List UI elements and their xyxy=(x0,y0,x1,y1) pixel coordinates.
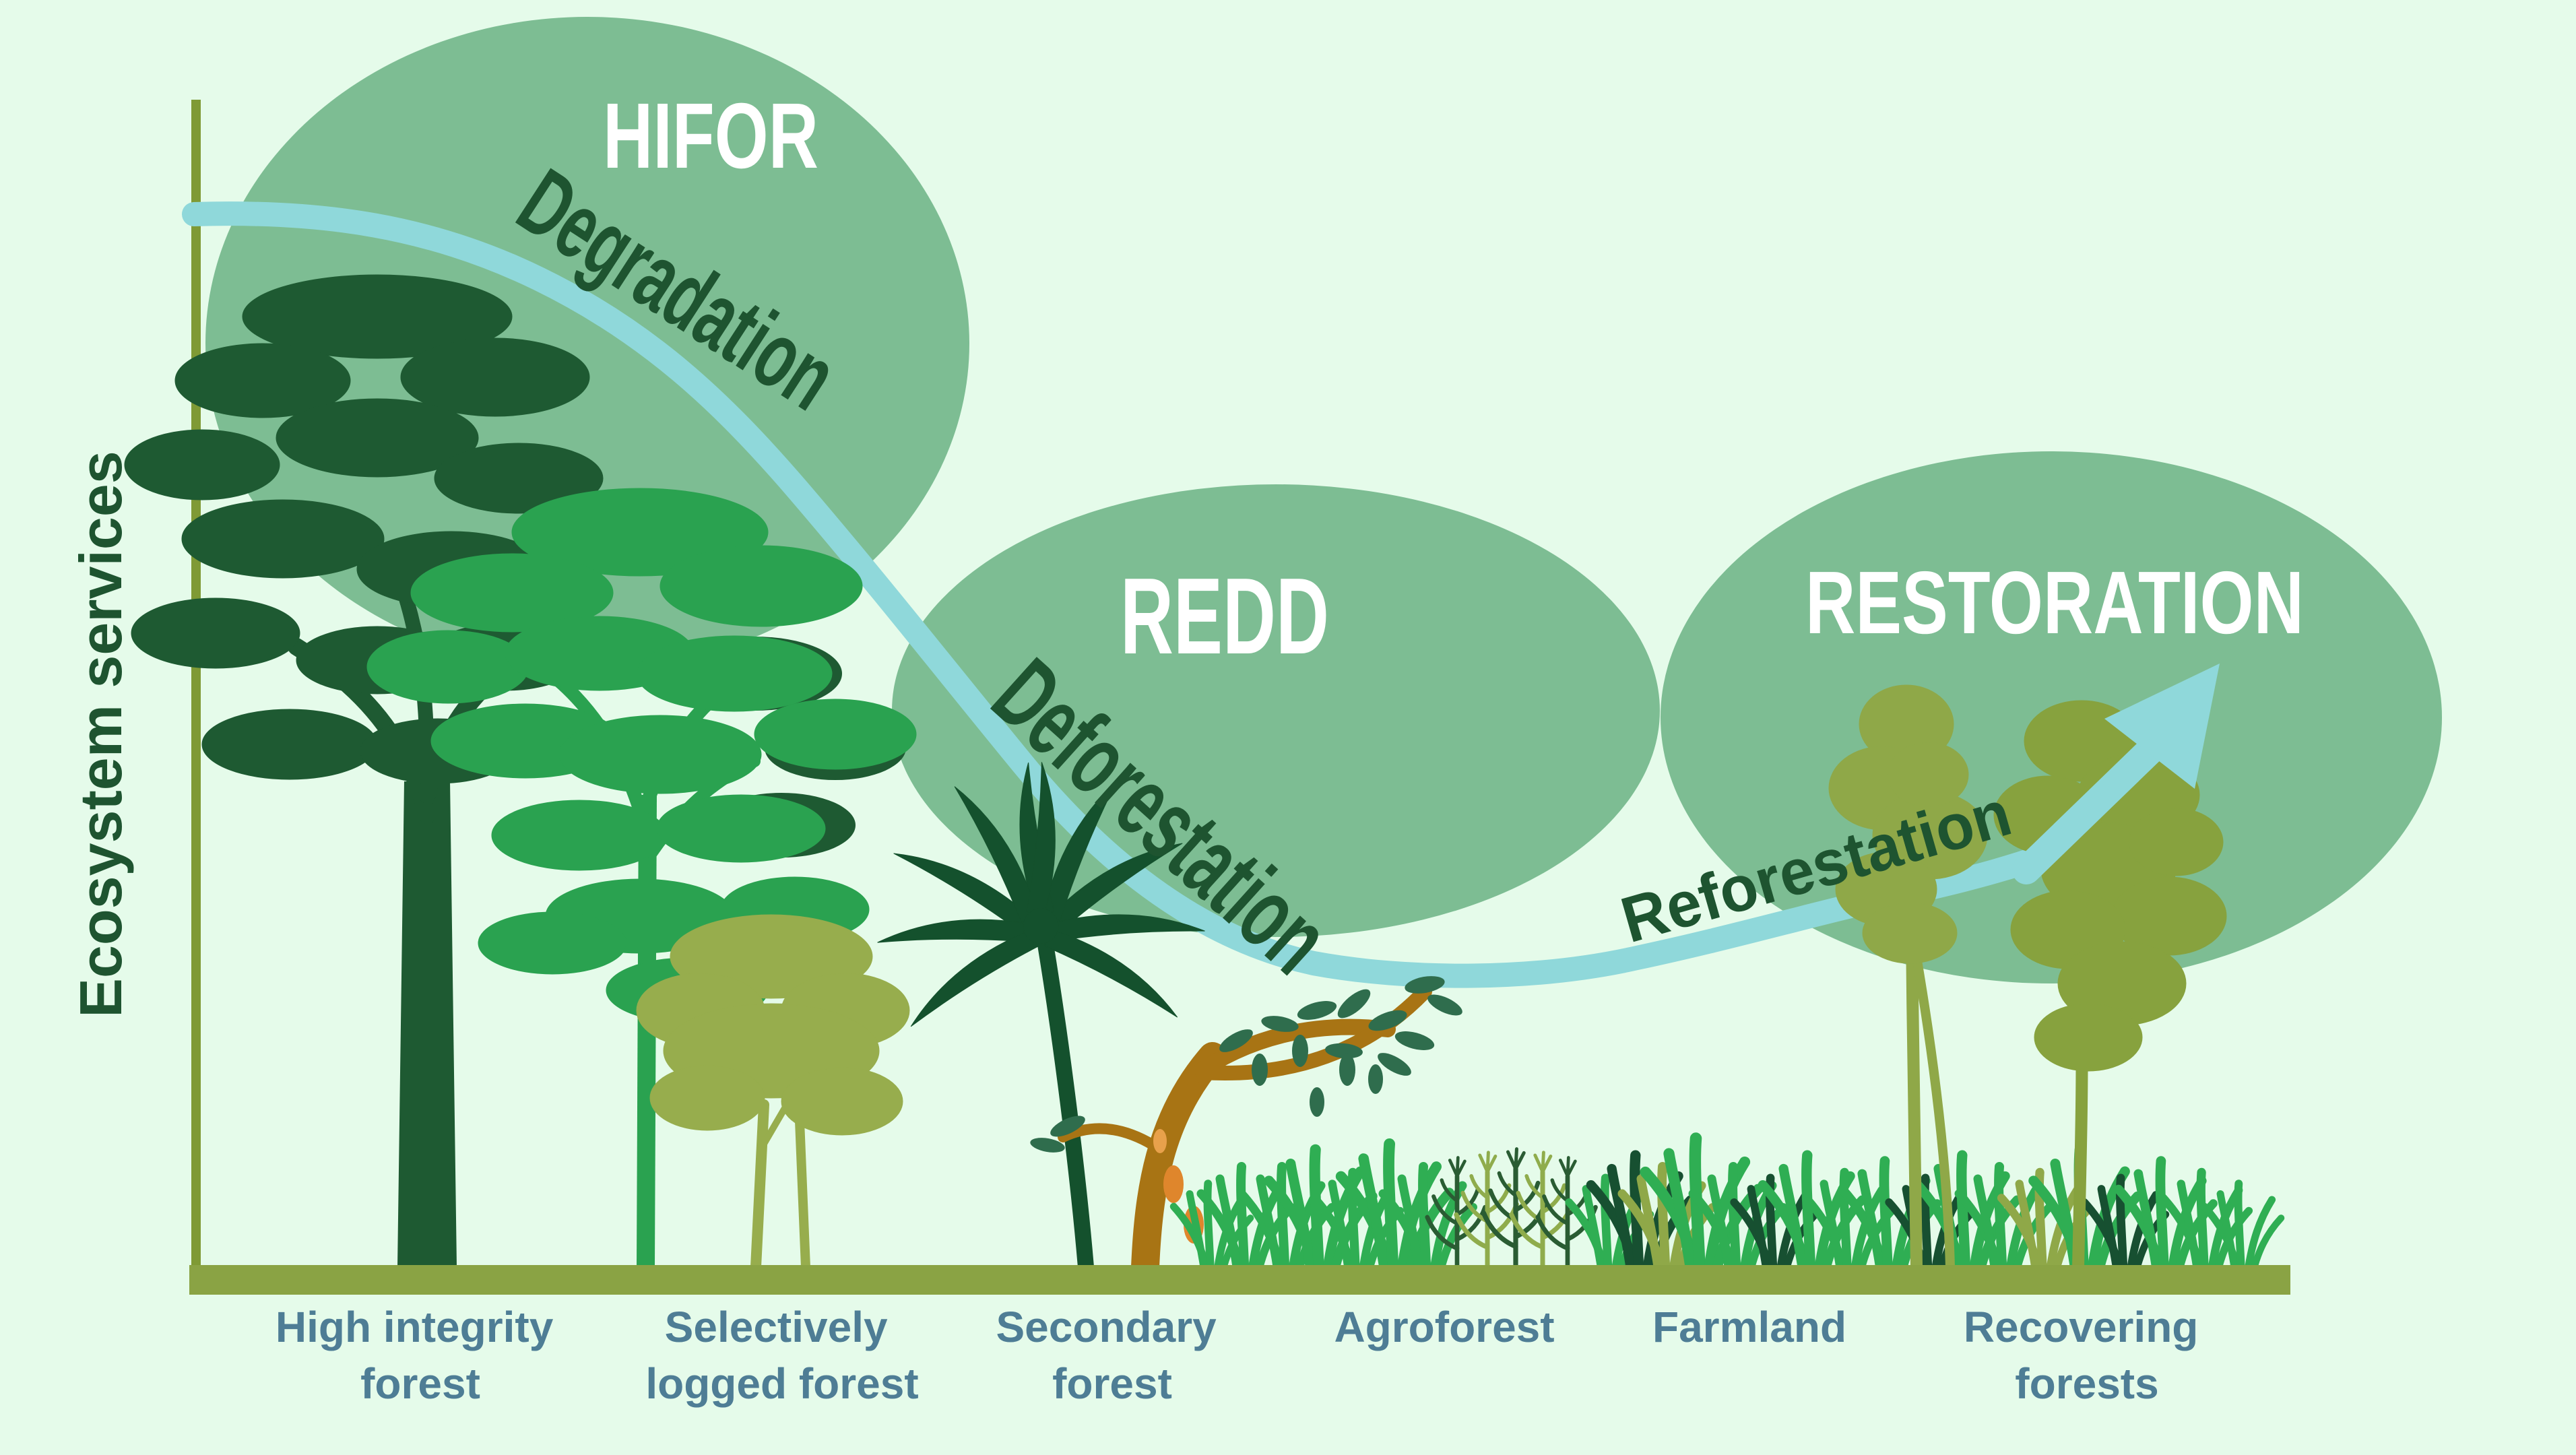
x-axis-line xyxy=(189,1265,2290,1295)
category-line: Selectively xyxy=(665,1303,888,1351)
category-label-recovering-forests: Recovering forests xyxy=(1964,1303,2210,1408)
arrowhead-icon xyxy=(2104,664,2220,789)
category-line: forests xyxy=(2015,1359,2158,1408)
selectively-logged-tree-icon xyxy=(636,914,910,1272)
category-line: forest xyxy=(1052,1359,1172,1408)
restoration-label: RESTORATION xyxy=(1805,553,2304,652)
category-label-farmland: Farmland xyxy=(1652,1303,1846,1351)
category-line: High integrity xyxy=(276,1303,554,1351)
category-line: logged forest xyxy=(645,1359,918,1408)
recovery-arrow xyxy=(2012,664,2220,884)
recovering-tree-left-icon xyxy=(1828,684,1988,1273)
redd-label: REDD xyxy=(1120,556,1329,677)
cacao-tree-icon xyxy=(1030,976,1462,1281)
palm-tree-icon xyxy=(876,761,1206,1275)
category-line: Farmland xyxy=(1652,1303,1846,1351)
category-line: Secondary xyxy=(996,1303,1217,1351)
category-label-selectively-logged-forest: Selectively logged forest xyxy=(645,1303,918,1408)
category-line: forest xyxy=(360,1359,480,1408)
y-axis-line xyxy=(191,100,201,1295)
hifor-label: HIFOR xyxy=(603,84,818,188)
high-integrity-forest-illustration xyxy=(124,274,917,1267)
ecosystem-services-curve xyxy=(182,201,2075,988)
y-axis-label: Ecosystem services xyxy=(67,451,134,1018)
category-line: Agroforest xyxy=(1334,1303,1554,1351)
cacao-leaves xyxy=(1030,976,1462,1153)
category-label-high-integrity-forest: High integrity forest xyxy=(276,1303,565,1408)
category-label-agroforest: Agroforest xyxy=(1334,1303,1554,1351)
arrow-shaft xyxy=(2012,734,2167,884)
category-line: Recovering xyxy=(1964,1303,2199,1351)
cacao-pods-green xyxy=(1252,1035,1383,1117)
category-label-secondary-forest: Secondary forest xyxy=(996,1303,1228,1408)
hifor-bubble xyxy=(205,17,969,670)
